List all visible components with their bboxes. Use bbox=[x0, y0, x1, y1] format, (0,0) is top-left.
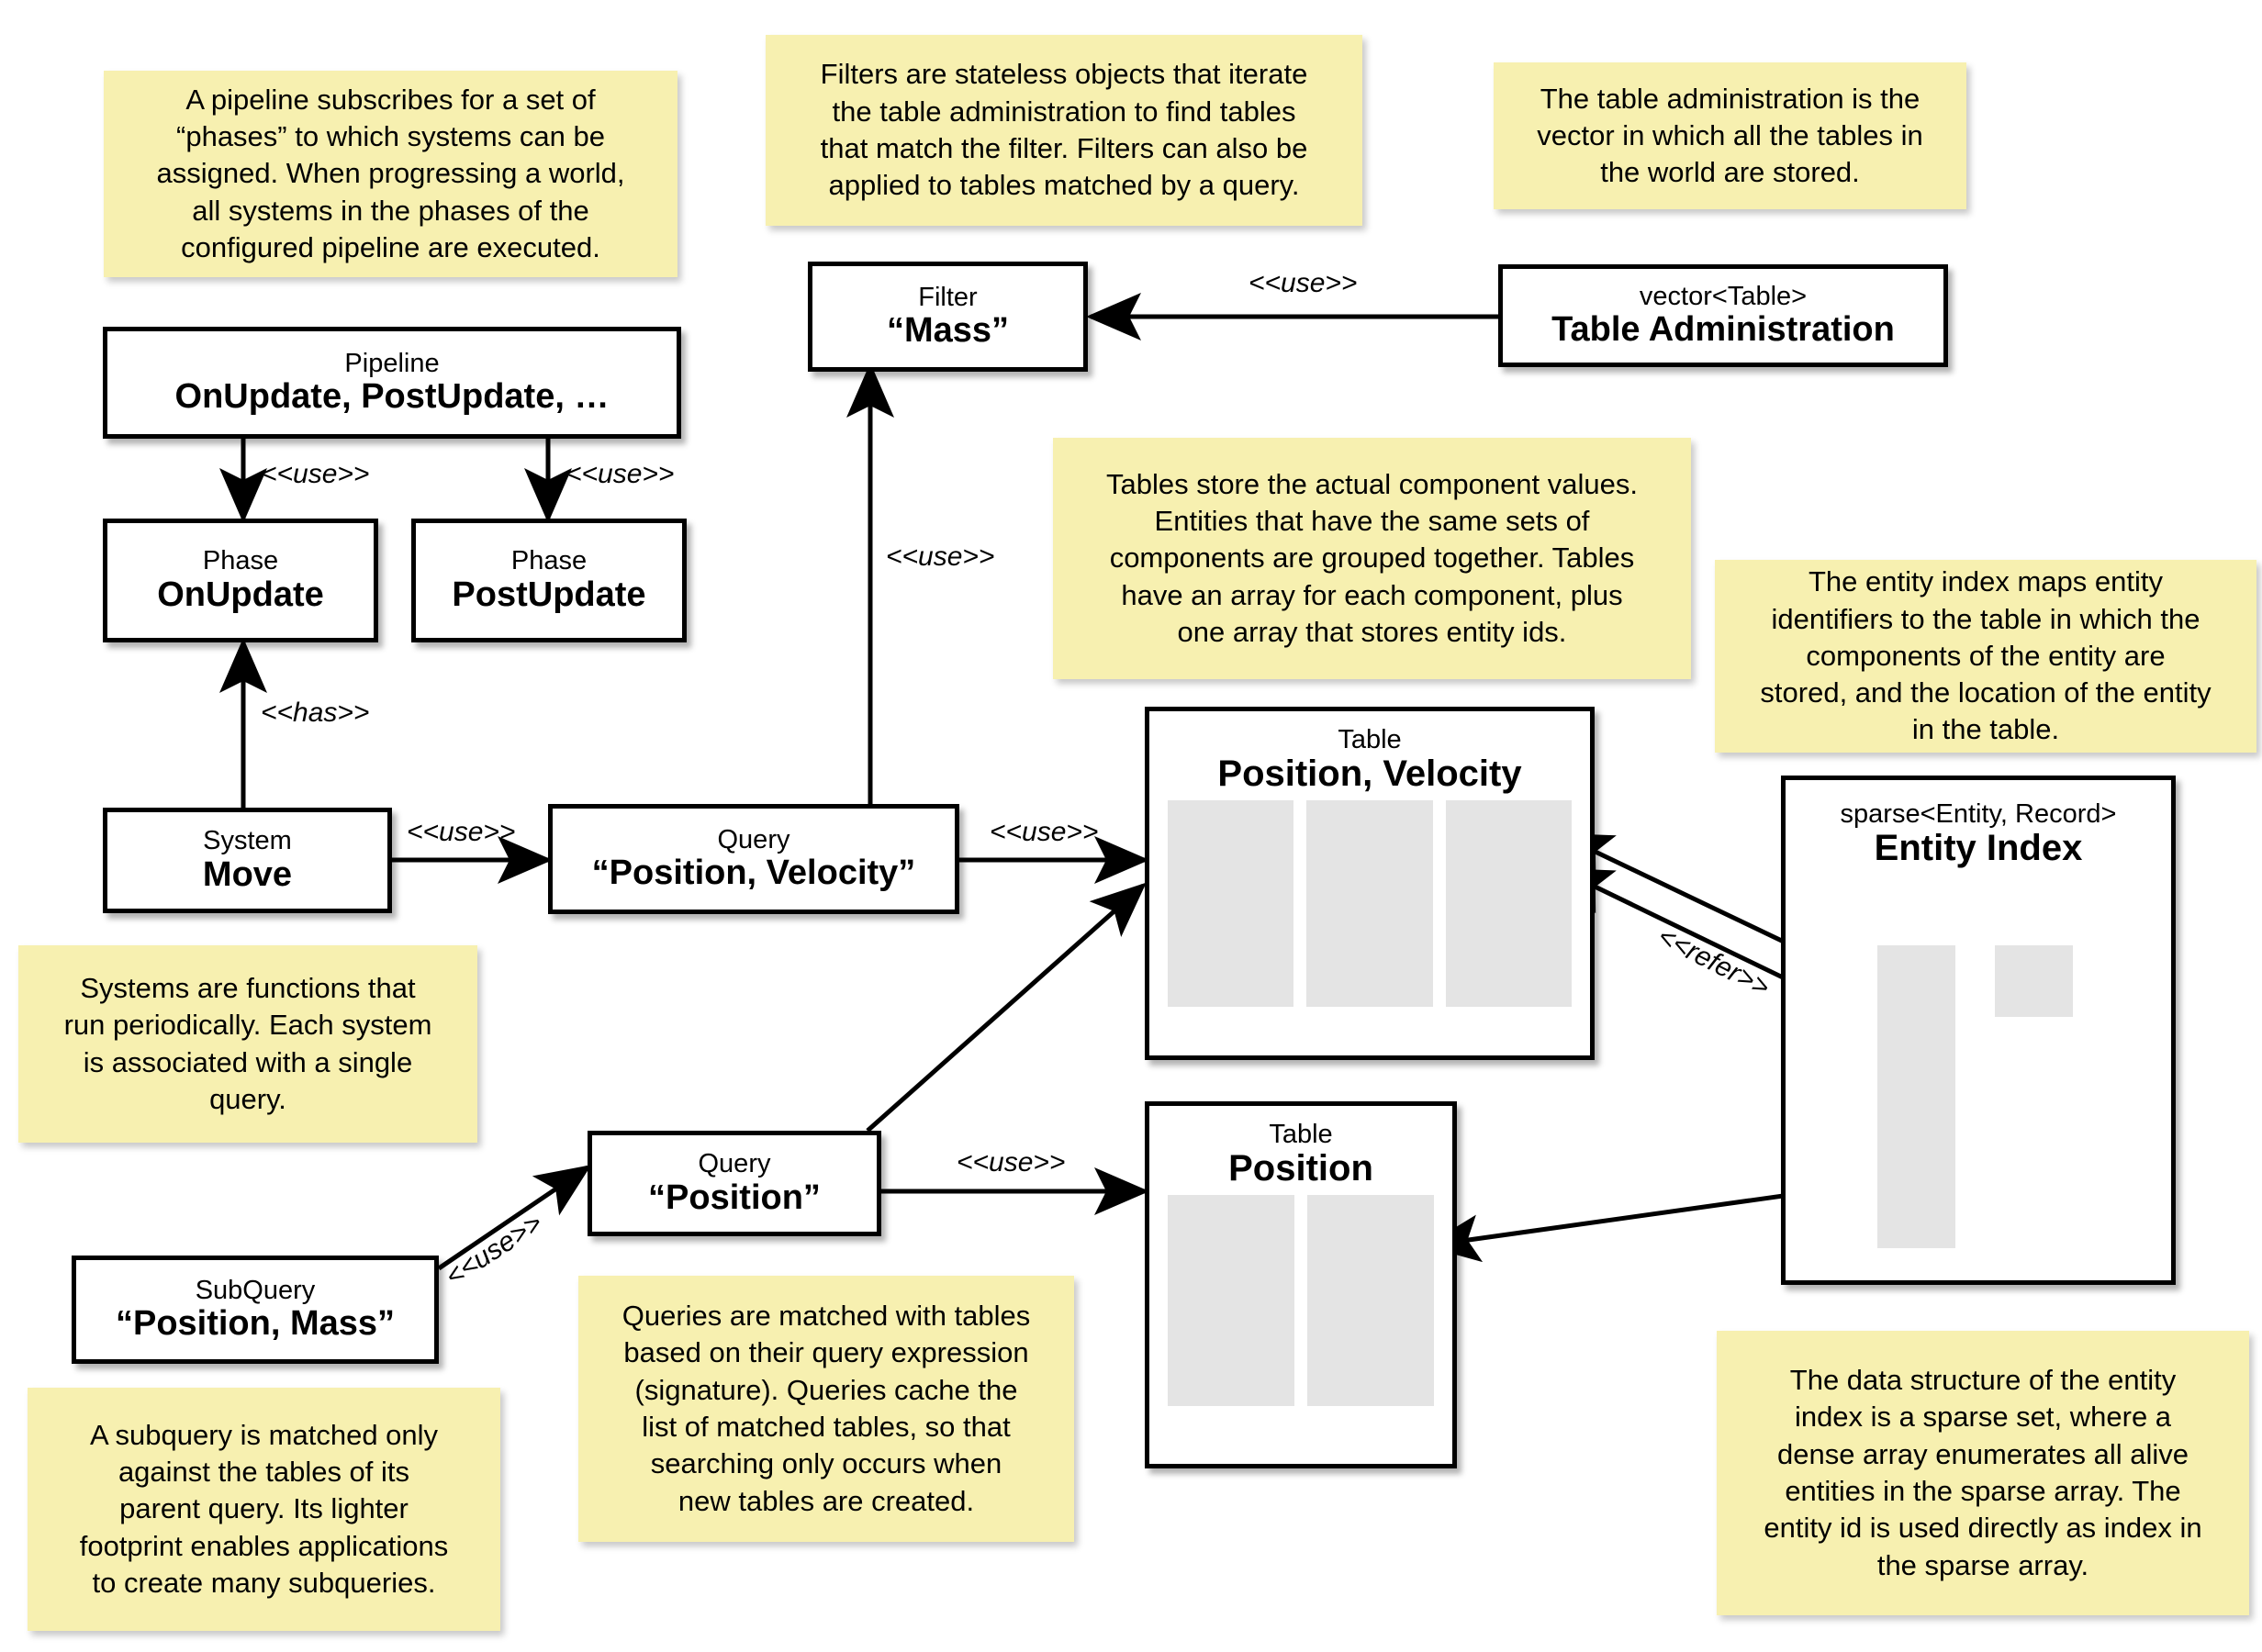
label-pipeline-to-phase-onupdate: <<use>> bbox=[261, 459, 370, 489]
box-entity-index-name: Entity Index bbox=[1874, 828, 2083, 869]
label-query-uses-filter: <<use>> bbox=[886, 541, 995, 572]
box-table-pv-stereotype: Table bbox=[1338, 725, 1402, 754]
entity-index-dense-array bbox=[1877, 945, 1955, 1248]
table-pv-column-2 bbox=[1306, 799, 1433, 1007]
label-admin-uses-filter: <<use>> bbox=[1249, 268, 1358, 298]
box-table-p-name: Position bbox=[1228, 1148, 1373, 1189]
box-query-position-velocity[interactable]: Query “Position, Velocity” bbox=[548, 804, 959, 914]
box-phase-postupdate-name: PostUpdate bbox=[452, 575, 646, 614]
box-query-p-stereotype: Query bbox=[698, 1149, 771, 1179]
note-entity-index: The entity index maps entity identifiers… bbox=[1715, 560, 2256, 753]
table-p-column-2 bbox=[1307, 1194, 1434, 1406]
box-subquery-name: “Position, Mass” bbox=[115, 1304, 396, 1344]
note-subquery: A subquery is matched only against the t… bbox=[28, 1388, 500, 1631]
box-subquery-stereotype: SubQuery bbox=[195, 1275, 316, 1305]
note-filters: Filters are stateless objects that itera… bbox=[766, 35, 1362, 226]
box-subquery-position-mass[interactable]: SubQuery “Position, Mass” bbox=[72, 1256, 439, 1364]
box-table-position-velocity[interactable]: Table Position, Velocity bbox=[1145, 707, 1595, 1060]
box-table-pv-name: Position, Velocity bbox=[1217, 753, 1522, 795]
box-table-position[interactable]: Table Position bbox=[1145, 1101, 1457, 1468]
note-queries-text: Queries are matched with tables based on… bbox=[621, 1300, 1031, 1517]
box-phase-onupdate-stereotype: Phase bbox=[202, 546, 279, 576]
note-sparse-set-text: The data structure of the entity index i… bbox=[1764, 1364, 2202, 1581]
label-system-uses-query: <<use>> bbox=[407, 817, 516, 847]
note-filters-text: Filters are stateless objects that itera… bbox=[820, 58, 1308, 202]
label-system-has-phase: <<has>> bbox=[261, 698, 370, 728]
box-query-position[interactable]: Query “Position” bbox=[588, 1131, 881, 1236]
note-systems: Systems are functions that run periodica… bbox=[18, 945, 477, 1143]
note-tables-text: Tables store the actual component values… bbox=[1105, 467, 1638, 648]
note-table-admin-text: The table administration is the vector i… bbox=[1537, 82, 1923, 189]
note-queries: Queries are matched with tables based on… bbox=[578, 1276, 1074, 1542]
box-phase-onupdate-name: OnUpdate bbox=[157, 575, 324, 614]
label-index-refers-table: <<refer>> bbox=[1652, 921, 1775, 1003]
label-pipeline-to-phase-postupdate: <<use>> bbox=[566, 459, 675, 489]
entity-index-sparse-array bbox=[1995, 945, 2073, 1017]
box-table-admin-stereotype: vector<Table> bbox=[1639, 281, 1808, 311]
box-table-p-stereotype: Table bbox=[1269, 1120, 1333, 1149]
label-query-pv-uses-table: <<use>> bbox=[990, 817, 1099, 847]
box-entity-index-stereotype: sparse<Entity, Record> bbox=[1840, 799, 2117, 829]
note-entity-index-text: The entity index maps entity identifiers… bbox=[1760, 565, 2212, 746]
box-pipeline-stereotype: Pipeline bbox=[344, 348, 440, 378]
table-p-column-1 bbox=[1168, 1194, 1294, 1406]
table-pv-column-3 bbox=[1445, 799, 1572, 1007]
box-filter-stereotype: Filter bbox=[918, 282, 978, 312]
box-system-move-stereotype: System bbox=[203, 826, 292, 856]
table-pv-column-1 bbox=[1168, 799, 1294, 1007]
edge-query-p-uses-table-pv bbox=[866, 882, 1147, 1133]
label-subquery-uses-query: <<use>> bbox=[440, 1207, 548, 1293]
box-phase-onupdate[interactable]: Phase OnUpdate bbox=[103, 519, 378, 642]
box-system-move-name: Move bbox=[202, 854, 293, 894]
box-query-pv-stereotype: Query bbox=[717, 824, 790, 854]
box-table-admin-name: Table Administration bbox=[1551, 310, 1895, 350]
box-query-pv-name: “Position, Velocity” bbox=[591, 854, 916, 893]
label-query-p-uses-table: <<use>> bbox=[957, 1147, 1066, 1178]
box-filter-name: “Mass” bbox=[886, 311, 1010, 351]
box-pipeline-name: OnUpdate, PostUpdate, … bbox=[174, 377, 610, 417]
box-system-move[interactable]: System Move bbox=[103, 808, 392, 913]
box-entity-index[interactable]: sparse<Entity, Record> Entity Index bbox=[1781, 776, 2176, 1285]
note-subquery-text: A subquery is matched only against the t… bbox=[79, 1418, 449, 1599]
box-phase-postupdate[interactable]: Phase PostUpdate bbox=[411, 519, 687, 642]
note-pipeline-text: A pipeline subscribes for a set of “phas… bbox=[156, 83, 625, 263]
note-tables: Tables store the actual component values… bbox=[1053, 438, 1691, 679]
box-pipeline[interactable]: Pipeline OnUpdate, PostUpdate, … bbox=[103, 327, 681, 439]
table-pv-columns bbox=[1149, 799, 1590, 1007]
box-phase-postupdate-stereotype: Phase bbox=[510, 546, 588, 576]
box-table-administration[interactable]: vector<Table> Table Administration bbox=[1498, 264, 1948, 367]
note-table-admin: The table administration is the vector i… bbox=[1494, 62, 1966, 209]
note-pipeline: A pipeline subscribes for a set of “phas… bbox=[104, 71, 677, 277]
note-sparse-set: The data structure of the entity index i… bbox=[1717, 1331, 2249, 1615]
note-systems-text: Systems are functions that run periodica… bbox=[63, 971, 432, 1115]
table-p-columns bbox=[1149, 1194, 1452, 1406]
box-query-p-name: “Position” bbox=[648, 1178, 821, 1217]
box-filter-mass[interactable]: Filter “Mass” bbox=[808, 262, 1088, 372]
